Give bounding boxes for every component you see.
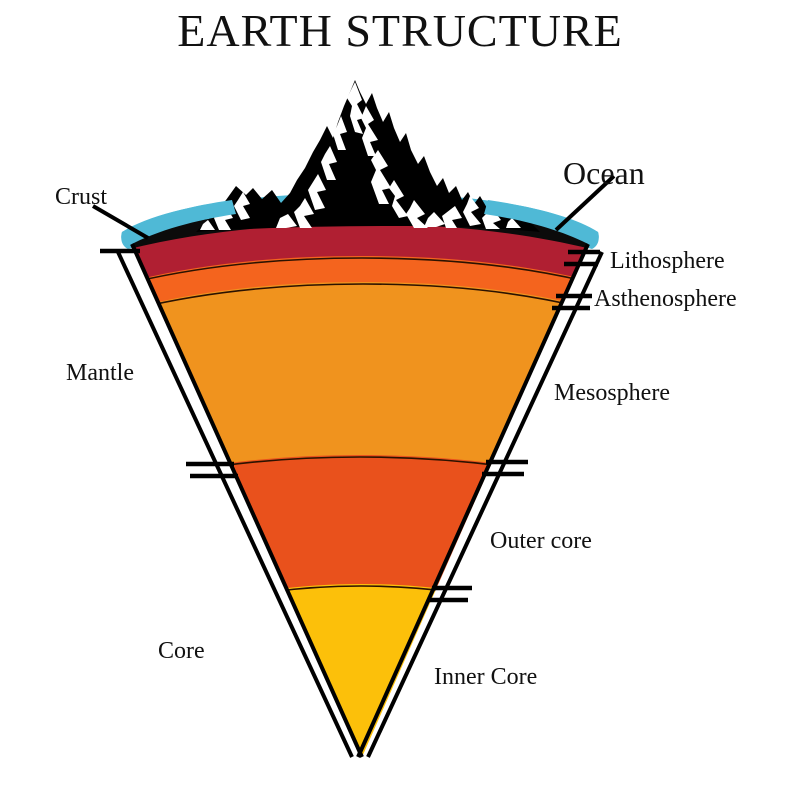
boundary-ticks [100,248,600,603]
label-crust: Crust [55,184,107,210]
mountain-snow-highlights [200,82,521,230]
ocean-front-edges [121,200,599,246]
leader-ocean [554,174,616,232]
mountain-illustration [196,80,540,232]
inner-core-shape [272,584,452,757]
label-ocean: Ocean [563,155,645,191]
page-title: EARTH STRUCTURE [177,5,622,56]
label-lithosphere: Lithosphere [610,248,725,274]
label-core: Core [158,638,205,664]
label-outer-core: Outer core [490,528,592,554]
label-mesosphere: Mesosphere [554,380,670,406]
label-inner-core: Inner Core [434,664,537,690]
label-asthenosphere: Asthenosphere [594,286,737,312]
leader-crust [91,204,150,240]
label-mantle: Mantle [66,360,134,386]
mesosphere-shape [128,282,592,470]
outer-core-shape [222,455,500,594]
leader-lines [91,174,616,240]
wedge-outline [116,243,604,758]
layer-boundaries [128,257,592,593]
